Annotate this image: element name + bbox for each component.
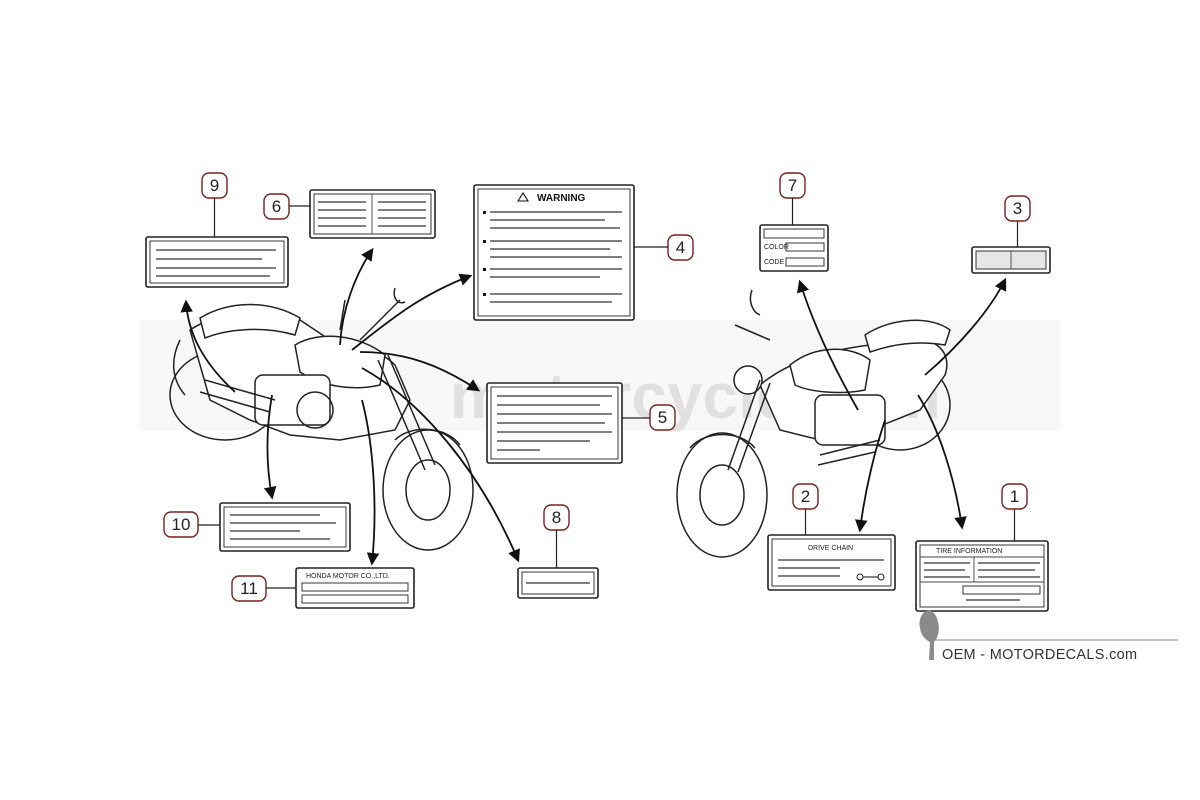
- arrow-to-label-6: [339, 247, 374, 346]
- engine-right: [814, 394, 886, 446]
- motorcycle-left-side: [169, 287, 474, 551]
- label-9: [145, 236, 289, 288]
- bird-logo-icon: [919, 610, 939, 660]
- code-label: CODE: [764, 259, 785, 266]
- arrow-to-label-10: [263, 394, 277, 500]
- front-fender-right: [689, 433, 756, 449]
- callout-1-number: 1: [1010, 487, 1019, 506]
- arrow-to-label-7: [796, 279, 859, 411]
- callout-3-number: 3: [1013, 199, 1022, 218]
- callout-8-number: 8: [552, 508, 561, 527]
- fuel-tank-right: [789, 348, 871, 394]
- arrow-to-label-11: [361, 399, 380, 566]
- label-9-inner: [149, 240, 285, 284]
- tire-info-title: TIRE INFORMATION: [936, 548, 1002, 555]
- front-wheel-right: [676, 432, 768, 558]
- mirror: [339, 299, 346, 331]
- label-1-tire-information: TIRE INFORMATION: [915, 540, 1049, 612]
- engine: [254, 374, 331, 426]
- callout-5-number: 5: [658, 408, 667, 427]
- arrow-to-label-5: [359, 351, 481, 392]
- callout-2-number: 2: [801, 487, 810, 506]
- front-fender: [394, 428, 461, 446]
- label-5: [486, 382, 623, 464]
- arrow-to-label-9: [180, 299, 236, 393]
- rear-fender: [173, 339, 186, 396]
- front-hub: [405, 459, 451, 521]
- arrow-to-label-2: [855, 419, 886, 533]
- pointer-arrows: [180, 247, 1007, 566]
- seat-right: [864, 319, 951, 353]
- arrow-to-label-1: [917, 394, 967, 530]
- callouts: 9 6 4 5 10 11 8 7 3 2: [163, 172, 1031, 602]
- label-6-outline: [309, 189, 436, 239]
- maker-text: HONDA MOTOR CO.,LTD.: [306, 573, 390, 580]
- engine-cover: [296, 391, 334, 429]
- exhaust: [199, 379, 276, 413]
- label-7-color-code: COLOR CODE: [759, 224, 829, 272]
- front-fork-right: [727, 379, 771, 473]
- label-2-outline: [767, 534, 896, 591]
- label-8: [517, 567, 599, 599]
- label-7-outline: [759, 224, 829, 272]
- callout-9-number: 9: [210, 176, 219, 195]
- exhaust-right: [817, 439, 881, 466]
- brand-logo: OEM - MOTORDECALS.com: [919, 610, 1178, 663]
- label-11: HONDA MOTOR CO.,LTD.: [295, 567, 415, 609]
- label-4-outline: [473, 184, 635, 321]
- label-9-outline: [145, 236, 289, 288]
- label-10: [219, 502, 351, 552]
- label-4-warning: WARNING: [473, 184, 635, 321]
- callout-10-number: 10: [172, 515, 191, 534]
- handlebar-right: [734, 289, 771, 341]
- arrow-to-label-3: [924, 277, 1007, 376]
- callout-4-number: 4: [676, 238, 685, 257]
- color-label: COLOR: [764, 244, 789, 251]
- handlebar: [359, 287, 406, 341]
- label-1-outline: [915, 540, 1049, 612]
- label-10-outline: [219, 502, 351, 552]
- arrow-to-label-4: [351, 273, 473, 351]
- warning-triangle-icon: [517, 191, 529, 202]
- drive-chain-title: DRIVE CHAIN: [808, 545, 853, 552]
- front-hub-right: [699, 464, 745, 526]
- seat: [199, 303, 301, 340]
- front-fork: [377, 354, 436, 471]
- headlight: [733, 365, 763, 395]
- warning-title: WARNING: [537, 193, 586, 204]
- label-2-drive-chain: DRIVE CHAIN: [767, 534, 896, 591]
- callout-6-number: 6: [272, 197, 281, 216]
- callout-11-number: 11: [240, 579, 258, 598]
- motorcycle-right-side: [676, 289, 951, 558]
- label-6: [309, 189, 436, 239]
- arrow-to-label-8: [361, 367, 520, 563]
- callout-7-number: 7: [788, 176, 797, 195]
- label-3: [971, 246, 1051, 274]
- brand-text: OEM - MOTORDECALS.com: [942, 647, 1137, 663]
